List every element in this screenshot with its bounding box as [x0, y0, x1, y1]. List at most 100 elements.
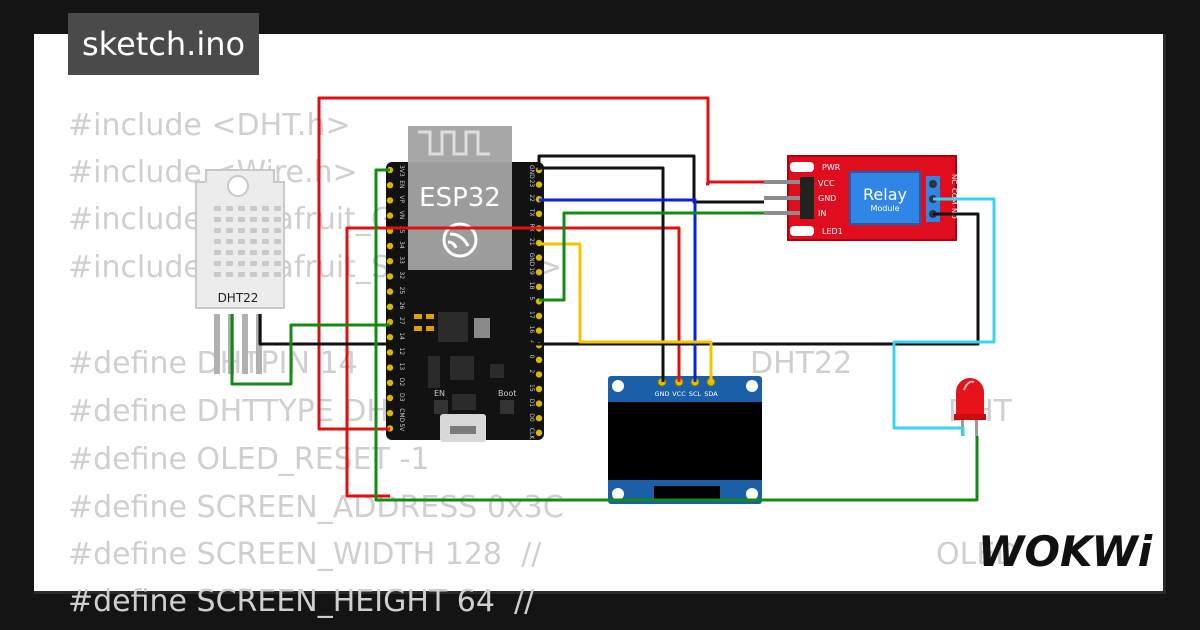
dht-vent — [214, 206, 221, 211]
dht-vent — [262, 250, 269, 255]
esp32-pin-label: 5V — [398, 423, 405, 432]
esp32-pin-label: 3V3 — [398, 165, 405, 177]
esp32-pin[interactable] — [386, 288, 394, 295]
esp32-pin-label: 13 — [398, 363, 405, 371]
esp32-pin-label: 18 — [528, 282, 535, 290]
wire[interactable] — [892, 197, 996, 436]
esp32-pin-label: 5 — [528, 296, 535, 300]
dht-vent — [274, 250, 281, 255]
code-comment: OLED — [936, 537, 1019, 572]
esp32-pin[interactable] — [386, 197, 394, 204]
esp32-pin-label: 26 — [398, 302, 405, 310]
boot-button-label: Boot — [498, 389, 516, 398]
espressif-icon — [442, 222, 478, 258]
relay-subtitle: Module — [870, 204, 899, 213]
esp32-pin[interactable] — [535, 371, 543, 378]
oled-pin-label: VCC — [672, 390, 686, 398]
file-tab[interactable]: sketch.ino — [68, 13, 260, 75]
dht-vent — [250, 261, 257, 266]
esp32-label: ESP32 — [419, 183, 501, 213]
relay-pin-vcc: VCC — [818, 179, 835, 188]
esp32-pin[interactable] — [386, 212, 394, 219]
dht-vent — [274, 239, 281, 244]
esp32-pin-label: 34 — [398, 241, 405, 249]
esp32-pin-label: D0 — [528, 413, 535, 422]
esp32-pin[interactable] — [386, 334, 394, 341]
esp32-pin[interactable] — [386, 379, 394, 386]
dht-vent — [274, 228, 281, 233]
relay-module[interactable]: PWR LED1 VCC GND IN Relay Module NC COM … — [764, 155, 958, 241]
esp32-pin[interactable] — [535, 254, 543, 261]
esp32-pin-label: 0 — [528, 355, 535, 359]
dht-vent — [214, 217, 221, 222]
wire[interactable] — [539, 198, 697, 382]
dht22-sensor[interactable]: DHT22 — [195, 169, 285, 374]
esp32-pin-label: VN — [398, 211, 405, 220]
wire[interactable] — [537, 154, 764, 204]
esp32-pin[interactable] — [535, 269, 543, 276]
wire[interactable] — [345, 226, 681, 498]
code-line: #define SCREEN_WIDTH 128 // — [68, 537, 542, 572]
dht-vent — [250, 250, 257, 255]
esp32-pin[interactable] — [535, 429, 543, 436]
dht-vent — [262, 272, 269, 277]
esp32-pin-label: 19 — [528, 267, 535, 275]
esp32-pin-label: 21 — [528, 238, 535, 246]
esp32-pin[interactable] — [386, 258, 394, 265]
dht-vent — [226, 250, 233, 255]
esp32-pin[interactable] — [535, 415, 543, 422]
dht-vent — [262, 217, 269, 222]
relay-led-label: LED1 — [822, 227, 843, 236]
dht-vent — [250, 239, 257, 244]
wire[interactable] — [374, 168, 979, 502]
esp32-pin[interactable] — [386, 242, 394, 250]
dht-vent — [226, 239, 233, 244]
wire[interactable] — [317, 96, 710, 431]
esp32-pin-label: EN — [398, 180, 405, 188]
oled-pin-label: GND — [655, 390, 670, 398]
esp32-pin-label: CMD — [398, 408, 405, 422]
esp32-pin[interactable] — [386, 364, 394, 371]
dht-vent — [274, 217, 281, 222]
esp32-pin-label: 35 — [398, 226, 405, 234]
dht-vent — [238, 228, 245, 233]
wire[interactable] — [539, 211, 764, 302]
wire[interactable] — [258, 212, 980, 346]
esp32-pin[interactable] — [535, 181, 543, 188]
esp32-pin[interactable] — [386, 182, 394, 189]
esp32-pin[interactable] — [386, 394, 394, 402]
esp32-pin-label: 32 — [398, 271, 405, 279]
esp32-pin-label: 22 — [528, 194, 535, 202]
led[interactable] — [954, 378, 986, 436]
wire[interactable] — [539, 242, 713, 382]
dht-vent — [238, 250, 245, 255]
esp32-pin-label: 27 — [398, 317, 405, 325]
esp32-pin[interactable] — [386, 410, 394, 417]
esp32-pin[interactable] — [535, 327, 543, 334]
dht-vent — [214, 250, 221, 255]
esp32-pin-label: 15 — [528, 384, 535, 392]
esp32-pin[interactable] — [386, 273, 394, 280]
wire[interactable] — [539, 166, 665, 382]
esp32-pin-label: VP — [398, 195, 405, 203]
esp32-pin[interactable] — [535, 283, 543, 290]
dht-vent — [262, 261, 269, 266]
dht-vent — [238, 272, 245, 277]
esp32-pin[interactable] — [535, 210, 543, 217]
esp32-pin[interactable] — [535, 356, 543, 363]
esp32-pin[interactable] — [386, 349, 394, 356]
dht-vent — [262, 239, 269, 244]
wire[interactable] — [230, 314, 390, 386]
esp32-pin-label: 16 — [528, 326, 535, 334]
diagram-canvas: #include <DHT.h> #include <Wire.h> #incl… — [34, 34, 1166, 619]
esp32-pin-label: 23 — [528, 180, 535, 188]
esp32-pin[interactable] — [535, 312, 543, 320]
dht-vent — [226, 217, 233, 222]
wires — [230, 96, 996, 502]
esp32-pin[interactable] — [535, 385, 543, 393]
esp32-pin[interactable] — [386, 303, 394, 310]
esp32-pin[interactable] — [535, 400, 543, 407]
